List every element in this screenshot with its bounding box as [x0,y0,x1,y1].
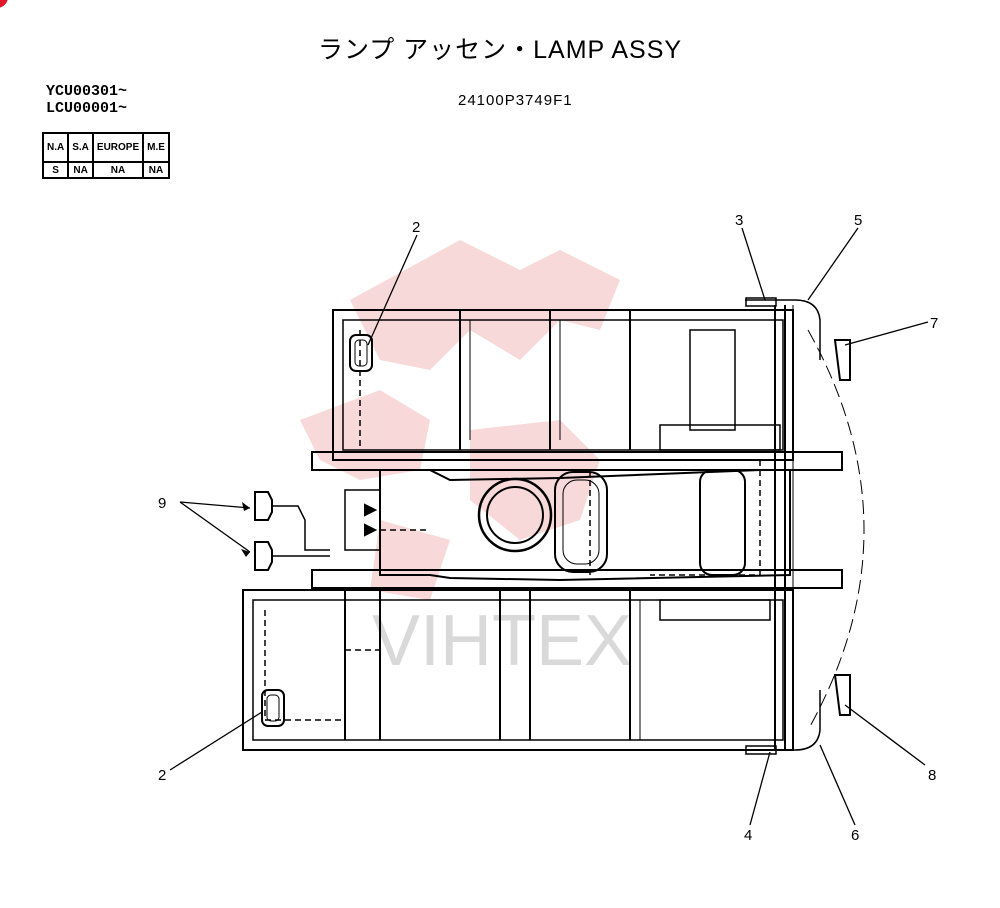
callout-9: 9 [158,495,166,512]
serial-range: YCU00301~ LCU00001~ [46,83,127,117]
callout-7: 7 [930,315,938,332]
callout-2-bottom: 2 [158,767,166,784]
watermark-text: VIHTEX [372,601,632,681]
callout-3: 3 [735,212,743,229]
market-value-europe: NA [91,161,145,179]
callout-8: 8 [928,767,936,784]
callout-4: 4 [744,827,752,844]
market-value-na: S [41,161,70,179]
market-header-na: N.A [41,132,70,163]
part-number: 24100P3749F1 [458,92,573,109]
arrowhead-9b [241,549,250,557]
callout-5: 5 [854,212,862,229]
machine-frame [242,297,865,755]
arrowhead-9a [242,502,250,511]
serial-range-2: LCU00001~ [46,100,128,117]
corner-marker [0,0,8,8]
page-title: ランプ アッセン・LAMP ASSY [317,36,683,64]
callout-leaders [169,227,929,826]
market-value-me: NA [142,161,170,179]
market-header-europe: EUROPE [91,132,145,163]
serial-range-1: YCU00301~ [46,83,128,100]
market-header-sa: S.A [67,132,94,163]
market-header-me: M.E [142,132,170,163]
callout-6: 6 [851,827,859,844]
market-applicability-table: N.A S.A EUROPE M.E S NA NA NA [41,132,170,179]
callout-2-top: 2 [412,219,420,236]
market-value-sa: NA [67,161,94,179]
